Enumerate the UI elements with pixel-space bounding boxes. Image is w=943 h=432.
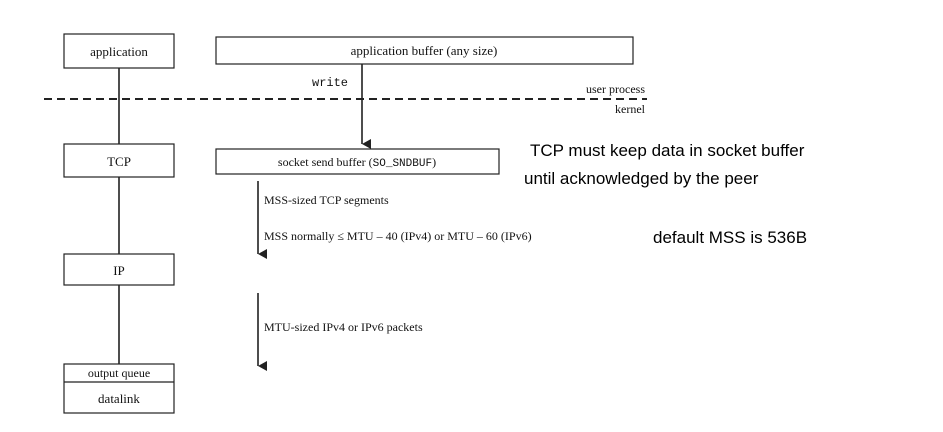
application-buffer-label: application buffer (any size) xyxy=(351,43,498,58)
mss-normally-label: MSS normally ≤ MTU – 40 (IPv4) or MTU – … xyxy=(264,229,532,243)
tcp-layer-box: TCP xyxy=(63,143,175,178)
tcp-keep-data-note-line2: until acknowledged by the peer xyxy=(524,169,759,188)
default-mss-note: default MSS is 536B xyxy=(653,228,807,247)
mtu-packets-label: MTU-sized IPv4 or IPv6 packets xyxy=(264,320,423,334)
datalink-layer-label: datalink xyxy=(98,391,140,406)
tcp-layer-label: TCP xyxy=(107,154,131,169)
socket-buffer-suffix: ) xyxy=(432,155,436,169)
application-layer-box: application xyxy=(63,33,175,69)
ip-layer-box: IP xyxy=(63,253,175,286)
application-layer-label: application xyxy=(90,44,148,59)
tcp-keep-data-note-line1: TCP must keep data in socket buffer xyxy=(530,141,805,160)
socket-buffer-option: SO_SNDBUF xyxy=(373,158,432,170)
mss-segments-label: MSS-sized TCP segments xyxy=(264,193,389,207)
datalink-layer-box: output queue datalink xyxy=(63,363,175,414)
application-buffer-box: application buffer (any size) xyxy=(215,36,634,65)
write-label: write xyxy=(312,76,348,90)
output-queue-label: output queue xyxy=(88,366,150,380)
socket-buffer-prefix: socket send buffer ( xyxy=(278,155,373,169)
ip-layer-label: IP xyxy=(113,263,125,278)
kernel-label: kernel xyxy=(615,102,646,116)
user-process-label: user process xyxy=(586,82,645,96)
socket-send-buffer-box: socket send buffer (SO_SNDBUF) xyxy=(215,148,500,175)
socket-send-buffer-label: socket send buffer (SO_SNDBUF) xyxy=(278,155,436,170)
